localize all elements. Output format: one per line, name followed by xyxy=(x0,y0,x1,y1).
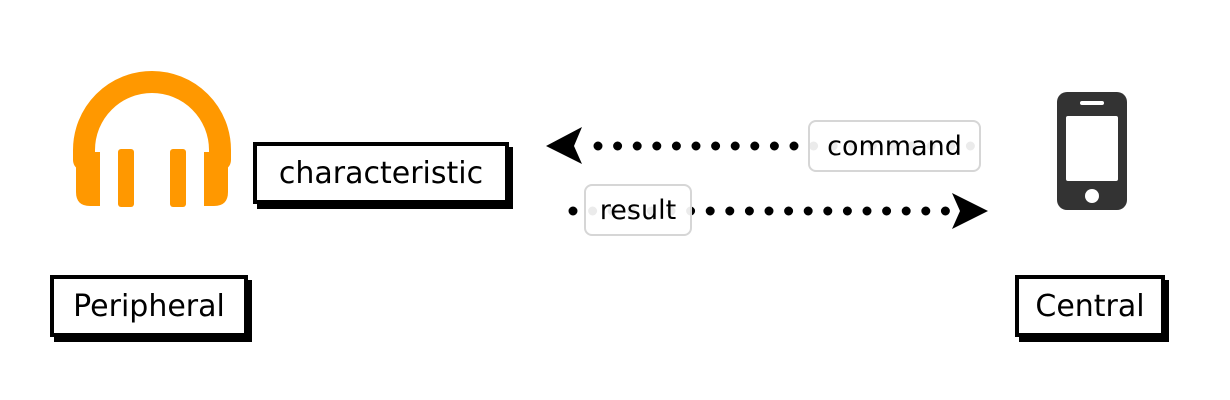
central-label: Central xyxy=(1015,275,1165,337)
smartphone-icon xyxy=(1057,92,1127,210)
command-message-label: command xyxy=(808,120,981,172)
peripheral-label: Peripheral xyxy=(50,275,248,337)
characteristic-label: characteristic xyxy=(253,142,509,204)
command-arrowhead xyxy=(546,127,582,164)
result-arrowhead xyxy=(952,193,988,229)
result-message-label: result xyxy=(584,184,692,236)
headphones-icon xyxy=(73,71,231,207)
